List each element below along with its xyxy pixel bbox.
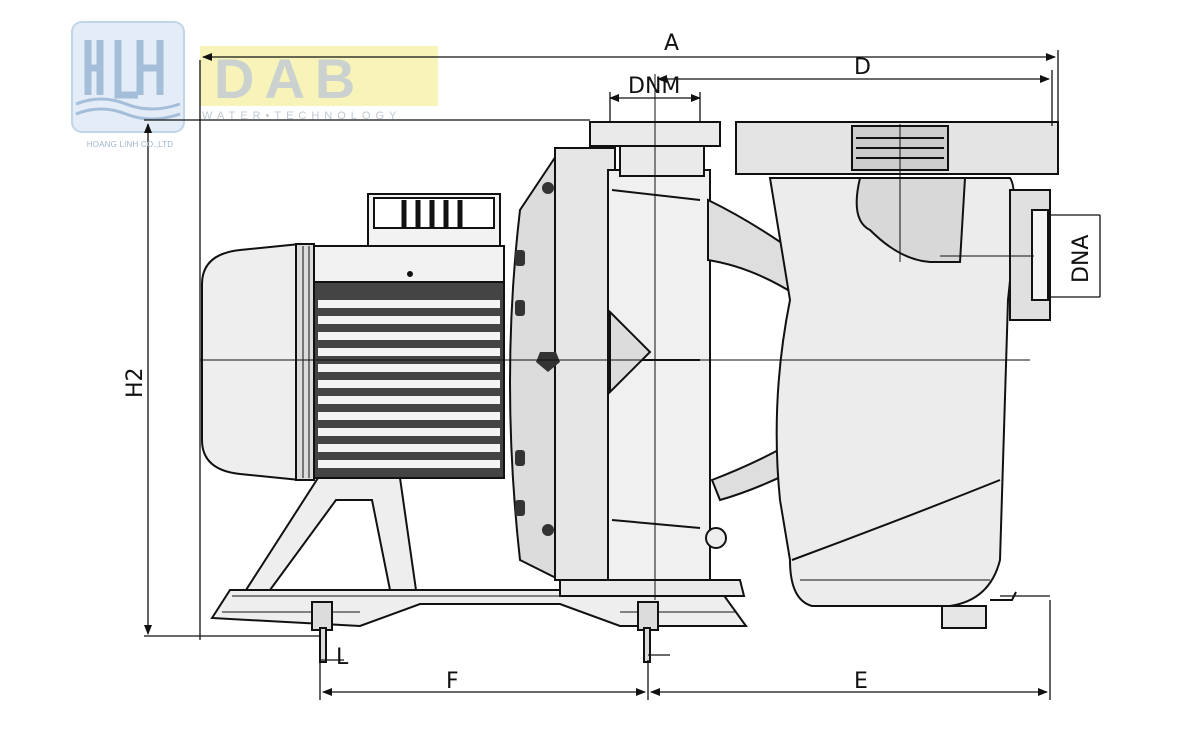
dim-label-h2: H2 xyxy=(123,367,148,398)
dab-logo: DAB xyxy=(200,46,438,110)
dim-label-d: D xyxy=(854,55,871,80)
dim-label-f: F xyxy=(446,669,459,694)
dim-label-e: E xyxy=(854,669,868,694)
hl-company-name: HOANG LINH CO.,LTD xyxy=(86,140,174,149)
dim-label-dna: DNA xyxy=(1069,235,1094,283)
dab-tagline: WATER•TECHNOLOGY xyxy=(202,110,402,122)
dim-label-a: A xyxy=(664,31,679,56)
motor xyxy=(201,193,505,482)
dim-label-dnm: DNM xyxy=(628,74,680,99)
strainer-housing xyxy=(735,121,1059,629)
hl-logo xyxy=(71,21,185,133)
foot-bolts xyxy=(311,601,659,663)
base-frame xyxy=(210,477,748,628)
dimension-lines xyxy=(144,50,1101,700)
center-lines xyxy=(200,74,1034,600)
dim-label-l: L xyxy=(336,645,349,670)
